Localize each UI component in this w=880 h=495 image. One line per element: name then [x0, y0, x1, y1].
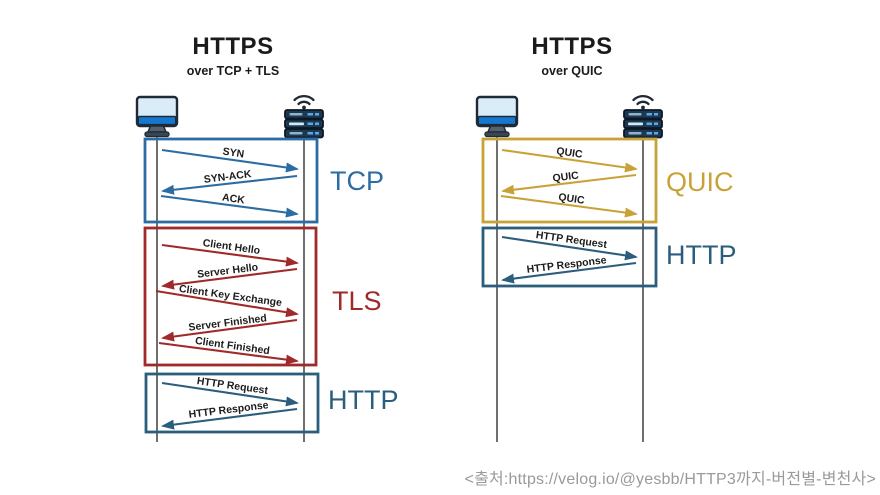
- syn-arrow: [161, 148, 299, 173]
- tls-section-label: TLS: [332, 286, 382, 316]
- quic-section-label: QUIC: [666, 167, 734, 197]
- client-finished-arrow: [158, 341, 299, 365]
- http-box-right: [481, 226, 658, 288]
- right-diagram-title: HTTPS: [531, 33, 613, 60]
- monitor-base: [484, 131, 510, 138]
- ack-arrow: [160, 194, 299, 218]
- left-diagram-title: HTTPS: [192, 33, 274, 60]
- tls-box: [143, 226, 318, 367]
- monitor-band: [477, 115, 517, 126]
- left-diagram-subtitle: over TCP + TLS: [186, 64, 280, 78]
- right-diagram-subtitle: over QUIC: [541, 64, 603, 78]
- monitor-stand: [486, 125, 508, 133]
- http-request-arrow-right: [501, 235, 638, 261]
- server-unit: [284, 128, 324, 139]
- wifi-icon: [293, 95, 315, 102]
- http-request-arrow-left: [161, 381, 299, 407]
- client-hello-arrow: [161, 243, 299, 267]
- http-response-arrow-right: [501, 261, 637, 284]
- right-title-block: HTTPS over QUIC: [462, 33, 682, 78]
- tcp-section-label: TCP: [330, 166, 384, 196]
- wifi-icon: [632, 95, 654, 102]
- left-title-block: HTTPS over TCP + TLS: [123, 33, 343, 78]
- http-box-left: [144, 372, 320, 434]
- client-icon: [135, 95, 179, 138]
- http-response-arrow-left: [161, 407, 298, 430]
- http-section-label-right: HTTP: [666, 240, 737, 270]
- syn-ack-label: SYN-ACK: [203, 168, 252, 186]
- client-key-exchange-arrow: [155, 289, 299, 318]
- client-key-exchange-label: Client Key Exchange: [178, 283, 283, 309]
- server-icon: [623, 95, 663, 139]
- monitor-stand: [146, 125, 168, 133]
- syn-label: SYN: [222, 146, 245, 161]
- client-finished-label: Client Finished: [194, 335, 270, 357]
- quic-arrow-3: [500, 194, 638, 218]
- quic-label-2: QUIC: [552, 169, 580, 184]
- server-finished-arrow: [161, 318, 298, 342]
- server-unit: [623, 109, 663, 120]
- monitor-base: [144, 131, 170, 138]
- client-icon: [475, 95, 519, 138]
- server-unit: [623, 128, 663, 139]
- quic-label-3: QUIC: [558, 191, 586, 207]
- ack-label: ACK: [221, 192, 246, 207]
- server-icon: [284, 95, 324, 139]
- quic-arrow-1: [501, 148, 638, 173]
- left-panel: SYN SYN-ACK ACK TCP Client Hello Server …: [135, 95, 399, 442]
- source-caption: <출처:https://velog.io/@yesbb/HTTP3까지-버전별-…: [464, 471, 876, 488]
- right-panel: QUIC QUIC QUIC QUIC HTTP Request HTTP Re…: [475, 95, 737, 442]
- quic-box: [481, 137, 658, 224]
- server-unit: [284, 109, 324, 120]
- tcp-box: [143, 137, 319, 224]
- syn-ack-arrow: [161, 174, 298, 195]
- quic-arrow-2: [501, 173, 637, 195]
- http-section-label-left: HTTP: [328, 385, 399, 415]
- server-hello-arrow: [161, 267, 298, 290]
- quic-label-1: QUIC: [556, 145, 584, 161]
- server-finished-label: Server Finished: [188, 312, 268, 334]
- monitor-band: [137, 115, 177, 126]
